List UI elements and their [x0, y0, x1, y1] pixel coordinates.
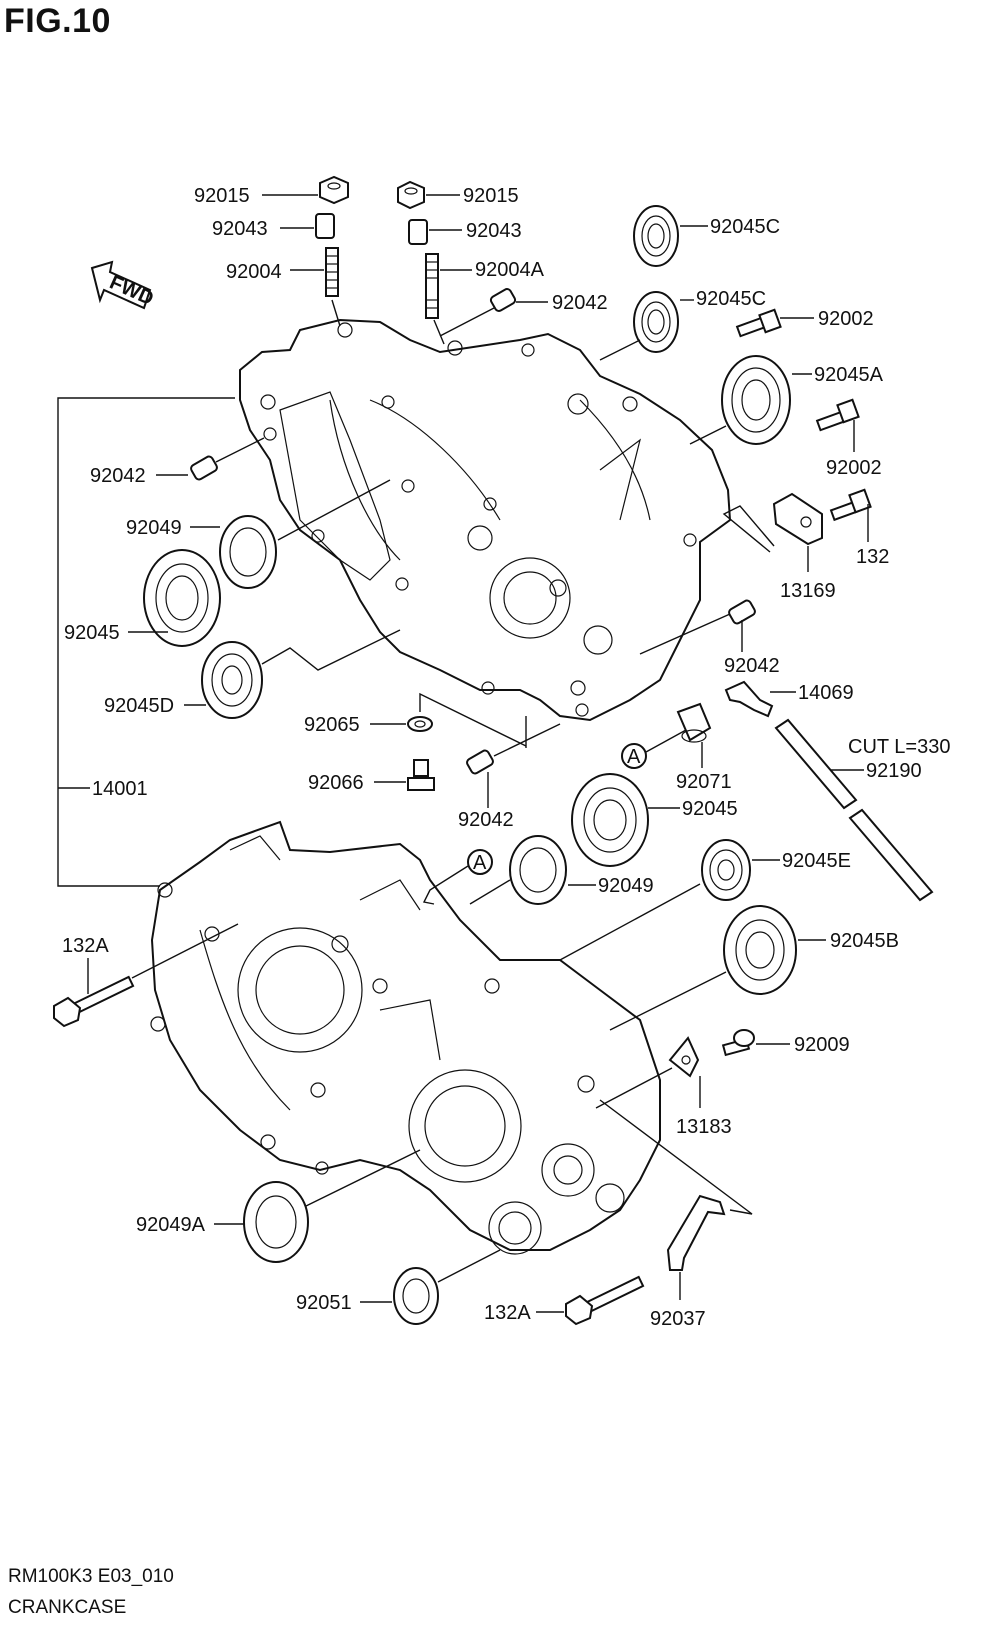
fitting-14069 — [724, 680, 774, 718]
callout-92190: 92190 — [866, 760, 922, 782]
bearing-92045E — [701, 839, 751, 901]
bearing-92045D — [201, 641, 263, 719]
ref-label-a-2: A — [473, 852, 487, 874]
callout-92042-left: 92042 — [90, 465, 146, 487]
bolt-92009 — [721, 1029, 755, 1057]
callout-92042-right: 92042 — [724, 655, 780, 677]
callout-92045A: 92045A — [814, 364, 884, 386]
callout-14001: 14001 — [92, 778, 148, 800]
callout-92015-left: 92015 — [194, 185, 250, 207]
bearing-92045C-mid — [633, 291, 679, 353]
dowel-92042-top — [489, 288, 517, 312]
callout-92042-low: 92042 — [458, 809, 514, 831]
callout-92045-left: 92045 — [64, 622, 120, 644]
callout-92004A: 92004A — [475, 259, 545, 281]
model-code: RM100K3 E03_010 — [8, 1566, 174, 1587]
callout-92065: 92065 — [304, 714, 360, 736]
callout-132: 132 — [856, 546, 889, 568]
callout-92045-low: 92045 — [682, 798, 738, 820]
figure-title: FIG.10 — [4, 2, 111, 40]
dowel-92042-low — [466, 749, 494, 775]
callout-92045E: 92045E — [782, 850, 851, 872]
callout-92004: 92004 — [226, 261, 282, 283]
bearing-92045-left — [143, 549, 221, 647]
fwd-arrow-icon: FWD — [90, 260, 157, 310]
callout-92045C-mid: 92045C — [696, 288, 766, 310]
ref-marker-a-2: A — [467, 849, 493, 875]
callout-92045D: 92045D — [104, 695, 174, 717]
fwd-label: FWD — [106, 271, 157, 310]
callout-92043-left: 92043 — [212, 218, 268, 240]
clamp-92037 — [666, 1194, 726, 1271]
callout-92071: 92071 — [676, 771, 732, 793]
breather-hose-92190 — [774, 718, 934, 902]
bolt-92002-b — [815, 398, 860, 432]
oil-seal-92051 — [393, 1267, 439, 1325]
callout-132A-low: 132A — [484, 1302, 531, 1324]
oil-seal-92049-upper — [219, 515, 277, 589]
dowel-92042-left — [190, 455, 218, 481]
nut-92015-left — [319, 175, 349, 205]
bearing-92045C-top — [633, 205, 679, 267]
oil-seal-92049A — [243, 1181, 309, 1263]
callout-14069: 14069 — [798, 682, 854, 704]
bolt-92002-a — [735, 308, 782, 338]
nut-92015-right — [397, 180, 425, 210]
oil-seal-92049-low — [509, 835, 567, 905]
bearing-92045A — [721, 355, 791, 445]
callout-92066: 92066 — [308, 772, 364, 794]
callout-92049-low: 92049 — [598, 875, 654, 897]
callout-92002-a: 92002 — [818, 308, 874, 330]
callout-92049-upper: 92049 — [126, 517, 182, 539]
callout-92002-b: 92002 — [826, 457, 882, 479]
bracket-13183 — [668, 1036, 700, 1078]
callout-92051: 92051 — [296, 1292, 352, 1314]
callout-92045B: 92045B — [830, 930, 899, 952]
callout-92015-right: 92015 — [463, 185, 519, 207]
ref-label-a-1: A — [627, 746, 641, 768]
callout-13183: 13183 — [676, 1116, 732, 1138]
callout-92043-right: 92043 — [466, 220, 522, 242]
callout-92037: 92037 — [650, 1308, 706, 1330]
cut-length-note: CUT L=330 — [848, 736, 950, 758]
dowel-92042-right — [728, 599, 756, 625]
callout-92042-top: 92042 — [552, 292, 608, 314]
callout-13169: 13169 — [780, 580, 836, 602]
washer-92065 — [407, 716, 433, 732]
drain-plug-92066 — [407, 759, 435, 791]
collar-92043-left — [315, 213, 335, 239]
bolt-132A-low — [565, 1275, 645, 1326]
ref-marker-a-1: A — [621, 743, 647, 769]
bolt-132A-left — [53, 975, 135, 1028]
lower-crankcase-half — [150, 820, 661, 1255]
callout-92049A: 92049A — [136, 1214, 206, 1236]
stud-92004A — [425, 253, 439, 319]
callout-92009: 92009 — [794, 1034, 850, 1056]
collar-92043-right — [408, 219, 428, 245]
section-name: CRANKCASE — [8, 1597, 127, 1618]
plate-13169 — [772, 492, 823, 546]
bolt-132 — [829, 488, 872, 522]
stud-92004 — [325, 247, 339, 297]
callout-92045C-top: 92045C — [710, 216, 780, 238]
cap-92071 — [676, 702, 712, 743]
bearing-92045B — [723, 905, 797, 995]
upper-crankcase-half — [239, 318, 732, 722]
callout-132A-left: 132A — [62, 935, 109, 957]
bearing-92045-low — [571, 773, 649, 867]
